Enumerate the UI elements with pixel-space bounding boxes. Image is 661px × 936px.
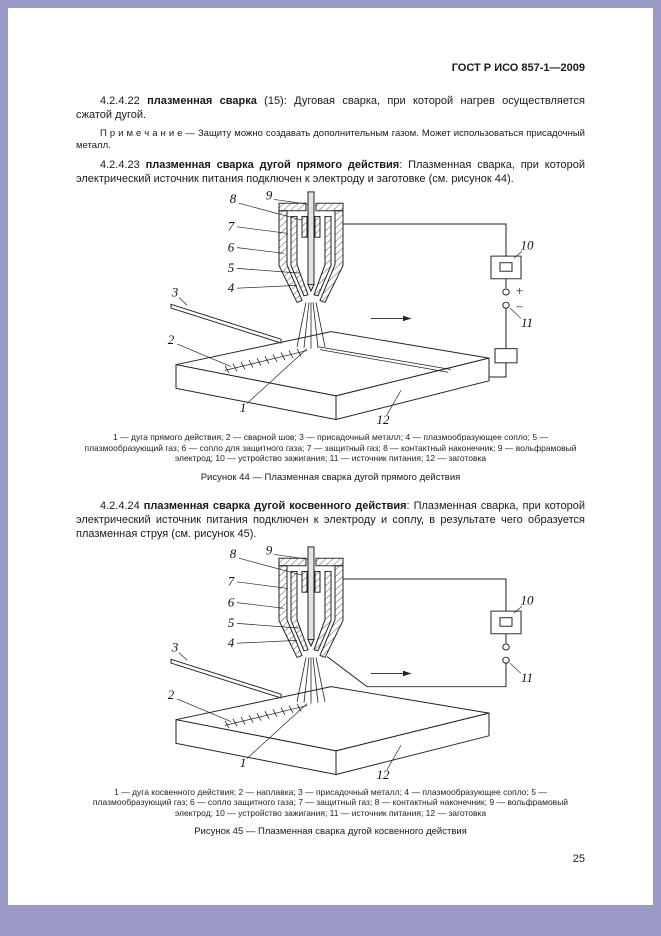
shield-nozzle-wall [278,564,303,658]
callout-6: 6 [227,241,234,255]
clause-number: 4.2.4.24 [100,499,144,512]
page-header: ГОСТ Р ИСО 857-1—2009 [451,62,585,74]
callout-5: 5 [227,616,233,630]
contact-tip [301,215,307,238]
circuit [342,223,521,378]
power-terminal-plus [501,288,510,296]
torch [278,191,343,303]
callout-9: 9 [265,545,272,557]
callout-12: 12 [376,768,390,782]
callout-7: 7 [227,574,234,588]
callout-1: 1 [239,756,245,770]
callout-4: 4 [227,636,234,650]
figure-44-caption: Рисунок 44 — Плазменная сварка дугой пря… [200,471,461,483]
callout-2: 2 [167,333,174,347]
clause-text: : Плазменная сварка, при которой электри… [76,499,585,540]
callout-2: 2 [167,688,174,702]
clause-4-2-4-24: 4.2.4.24 плазменная сварка дугой косвенн… [76,499,585,541]
nozzle-return-wire [326,655,506,687]
clause-4-2-4-22: 4.2.4.22 плазменная сварка (15): Дуговая… [76,94,585,122]
torch [278,545,343,658]
joint-gap [317,346,451,373]
plasma-jet [296,656,325,704]
callout-8: 8 [229,193,236,207]
figure-44-legend: 1 — дуга прямого действия; 2 — сварной ш… [84,432,577,463]
callout-11: 11 [520,316,532,330]
workpiece-left-face [175,718,336,775]
callout-10: 10 [520,239,534,253]
figure-45-diagram: 8 9 7 6 5 4 3 2 1 12 10 11 [167,545,533,782]
circuit [326,578,521,687]
plasma-nozzle-wall [290,215,309,297]
weld-seam [224,348,307,374]
minus-sign: − [515,300,524,314]
callout-11: 11 [520,671,532,685]
resistor-box [494,348,517,364]
callout-3: 3 [170,641,178,655]
power-terminal-minus [501,301,510,309]
callout-3: 3 [170,286,178,300]
callout-12: 12 [376,414,390,428]
callout-8: 8 [229,547,236,561]
figure-44-diagram: 8 9 7 6 5 4 3 2 1 12 10 11 + − [167,190,533,427]
page-number: 25 [572,853,585,865]
workpiece-left-face [175,364,336,421]
callout-10: 10 [520,593,534,607]
clause-4-2-4-23: 4.2.4.23 плазменная сварка дугой прямого… [76,158,585,186]
figure-44-callouts: 8 9 7 6 5 4 3 2 1 12 10 11 + − [167,190,533,427]
tungsten-electrode [307,191,314,285]
filler-rod [170,658,281,699]
power-terminal-top [501,643,510,650]
shield-nozzle-wall [278,210,303,303]
term-bold: плазменная сварка [147,95,257,107]
arc [296,302,325,349]
contact-tip [301,570,307,593]
callout-9: 9 [265,190,272,202]
callout-1: 1 [239,401,245,415]
term-bold: плазменная сварка дугой прямого действия [145,159,400,171]
document-page: ГОСТ Р ИСО 857-1—2009 4.2.4.22 плазменна… [8,8,653,905]
figure-45-legend: 1 — дуга косвенного действия; 2 — наплав… [92,786,569,818]
power-terminal-bottom [501,656,510,664]
callout-5: 5 [227,261,233,275]
leader-lines [176,553,522,770]
filler-rod [170,303,281,344]
callout-4: 4 [227,281,234,295]
term-bold: плазменная сварка дугой косвенного дейст… [143,499,407,512]
figure-45-callouts: 8 9 7 6 5 4 3 2 1 12 10 11 [167,545,533,782]
plasma-nozzle-wall [290,570,309,651]
note: П р и м е ч а н и е — Защиту можно созда… [76,128,585,152]
note-text: — Защиту можно создавать дополнительным … [76,128,585,151]
clause-text: (15): Дуговая сварка, при которой нагрев… [76,95,585,121]
leader-lines [176,199,522,415]
clause-text: : Плазменная сварка, при которой электри… [76,159,585,185]
callout-6: 6 [227,595,234,609]
figure-45-caption: Рисунок 45 — Плазменная сварка дугой кос… [194,826,467,837]
callout-7: 7 [227,220,234,234]
note-label: П р и м е ч а н и е [100,128,183,139]
clause-number: 4.2.4.23 [100,159,146,171]
clause-number: 4.2.4.22 [100,95,148,107]
plus-sign: + [515,284,524,298]
tungsten-electrode [307,545,314,640]
